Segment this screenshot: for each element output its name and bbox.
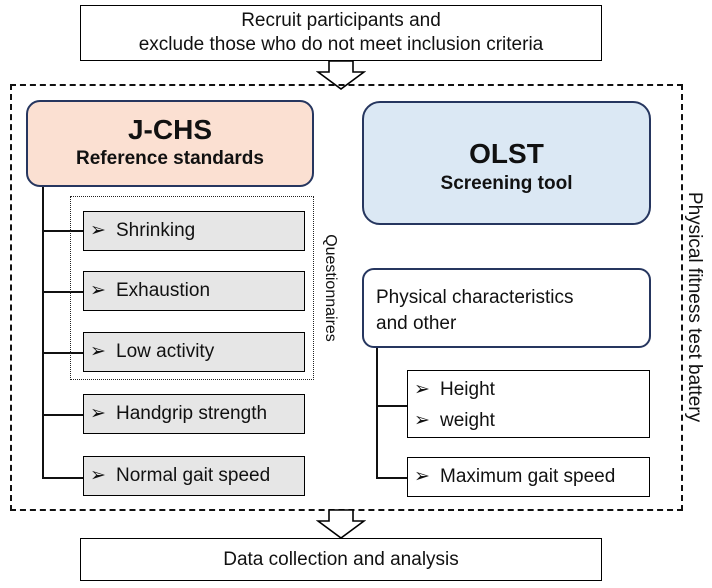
jchs-box: J-CHS Reference standards bbox=[26, 100, 314, 187]
physical-line-1: Physical characteristics bbox=[376, 287, 574, 308]
down-arrow-top-icon bbox=[316, 60, 366, 90]
olst-subtitle: Screening tool bbox=[440, 173, 573, 194]
battery-label: Physical fitness test battery bbox=[684, 191, 705, 423]
bullet-arrow-icon: ➢ bbox=[90, 220, 106, 241]
jchs-trunk-line bbox=[42, 187, 44, 479]
connector-max-gait bbox=[376, 477, 407, 479]
item-low-activity: ➢ Low activity bbox=[83, 332, 305, 372]
physical-characteristics-box: Physical characteristics and other bbox=[362, 268, 651, 348]
item-weight: weight bbox=[440, 410, 495, 431]
connector-height-weight bbox=[376, 405, 407, 407]
connector-exhaustion bbox=[42, 291, 83, 293]
data-collection-label: Data collection and analysis bbox=[223, 549, 459, 570]
item-label: Exhaustion bbox=[116, 280, 211, 301]
bullet-arrow-icon: ➢ bbox=[90, 403, 106, 424]
item-normal-gait-speed: ➢ Normal gait speed bbox=[83, 456, 305, 496]
item-shrinking: ➢ Shrinking bbox=[83, 211, 305, 251]
item-exhaustion: ➢ Exhaustion bbox=[83, 271, 305, 311]
recruit-box: Recruit participants and exclude those w… bbox=[80, 5, 602, 61]
item-label: Shrinking bbox=[116, 220, 196, 241]
bullet-arrow-icon: ➢ bbox=[414, 410, 430, 431]
bullet-arrow-icon: ➢ bbox=[414, 466, 430, 487]
bullet-arrow-icon: ➢ bbox=[90, 280, 106, 301]
data-collection-box: Data collection and analysis bbox=[80, 538, 602, 581]
jchs-title: J-CHS bbox=[127, 114, 212, 145]
item-label: Maximum gait speed bbox=[440, 466, 616, 487]
bullet-arrow-icon: ➢ bbox=[90, 465, 106, 486]
down-arrow-bottom-icon bbox=[316, 509, 366, 539]
recruit-line-2: exclude those who do not meet inclusion … bbox=[138, 34, 544, 55]
item-label: Handgrip strength bbox=[116, 403, 268, 424]
olst-box: OLST Screening tool bbox=[362, 101, 651, 225]
bullet-arrow-icon: ➢ bbox=[90, 341, 106, 362]
connector-shrinking bbox=[42, 230, 83, 232]
item-handgrip-strength: ➢ Handgrip strength bbox=[83, 394, 305, 434]
connector-gait bbox=[42, 477, 83, 479]
bullet-arrow-icon: ➢ bbox=[414, 379, 430, 400]
questionnaires-frame bbox=[70, 196, 314, 380]
item-height-weight: ➢ Height ➢ weight bbox=[407, 370, 650, 438]
item-maximum-gait-speed: ➢ Maximum gait speed bbox=[407, 457, 650, 497]
olst-title: OLST bbox=[469, 138, 544, 169]
item-height: Height bbox=[440, 379, 495, 400]
item-label: Normal gait speed bbox=[116, 465, 271, 486]
recruit-line-1: Recruit participants and bbox=[241, 10, 441, 31]
olst-trunk-line bbox=[376, 348, 378, 477]
connector-handgrip bbox=[42, 414, 83, 416]
physical-line-2: and other bbox=[376, 313, 457, 334]
connector-low-activity bbox=[42, 352, 83, 354]
questionnaires-label: Questionnaires bbox=[322, 234, 339, 342]
item-label: Low activity bbox=[116, 341, 215, 362]
jchs-subtitle: Reference standards bbox=[76, 148, 264, 169]
